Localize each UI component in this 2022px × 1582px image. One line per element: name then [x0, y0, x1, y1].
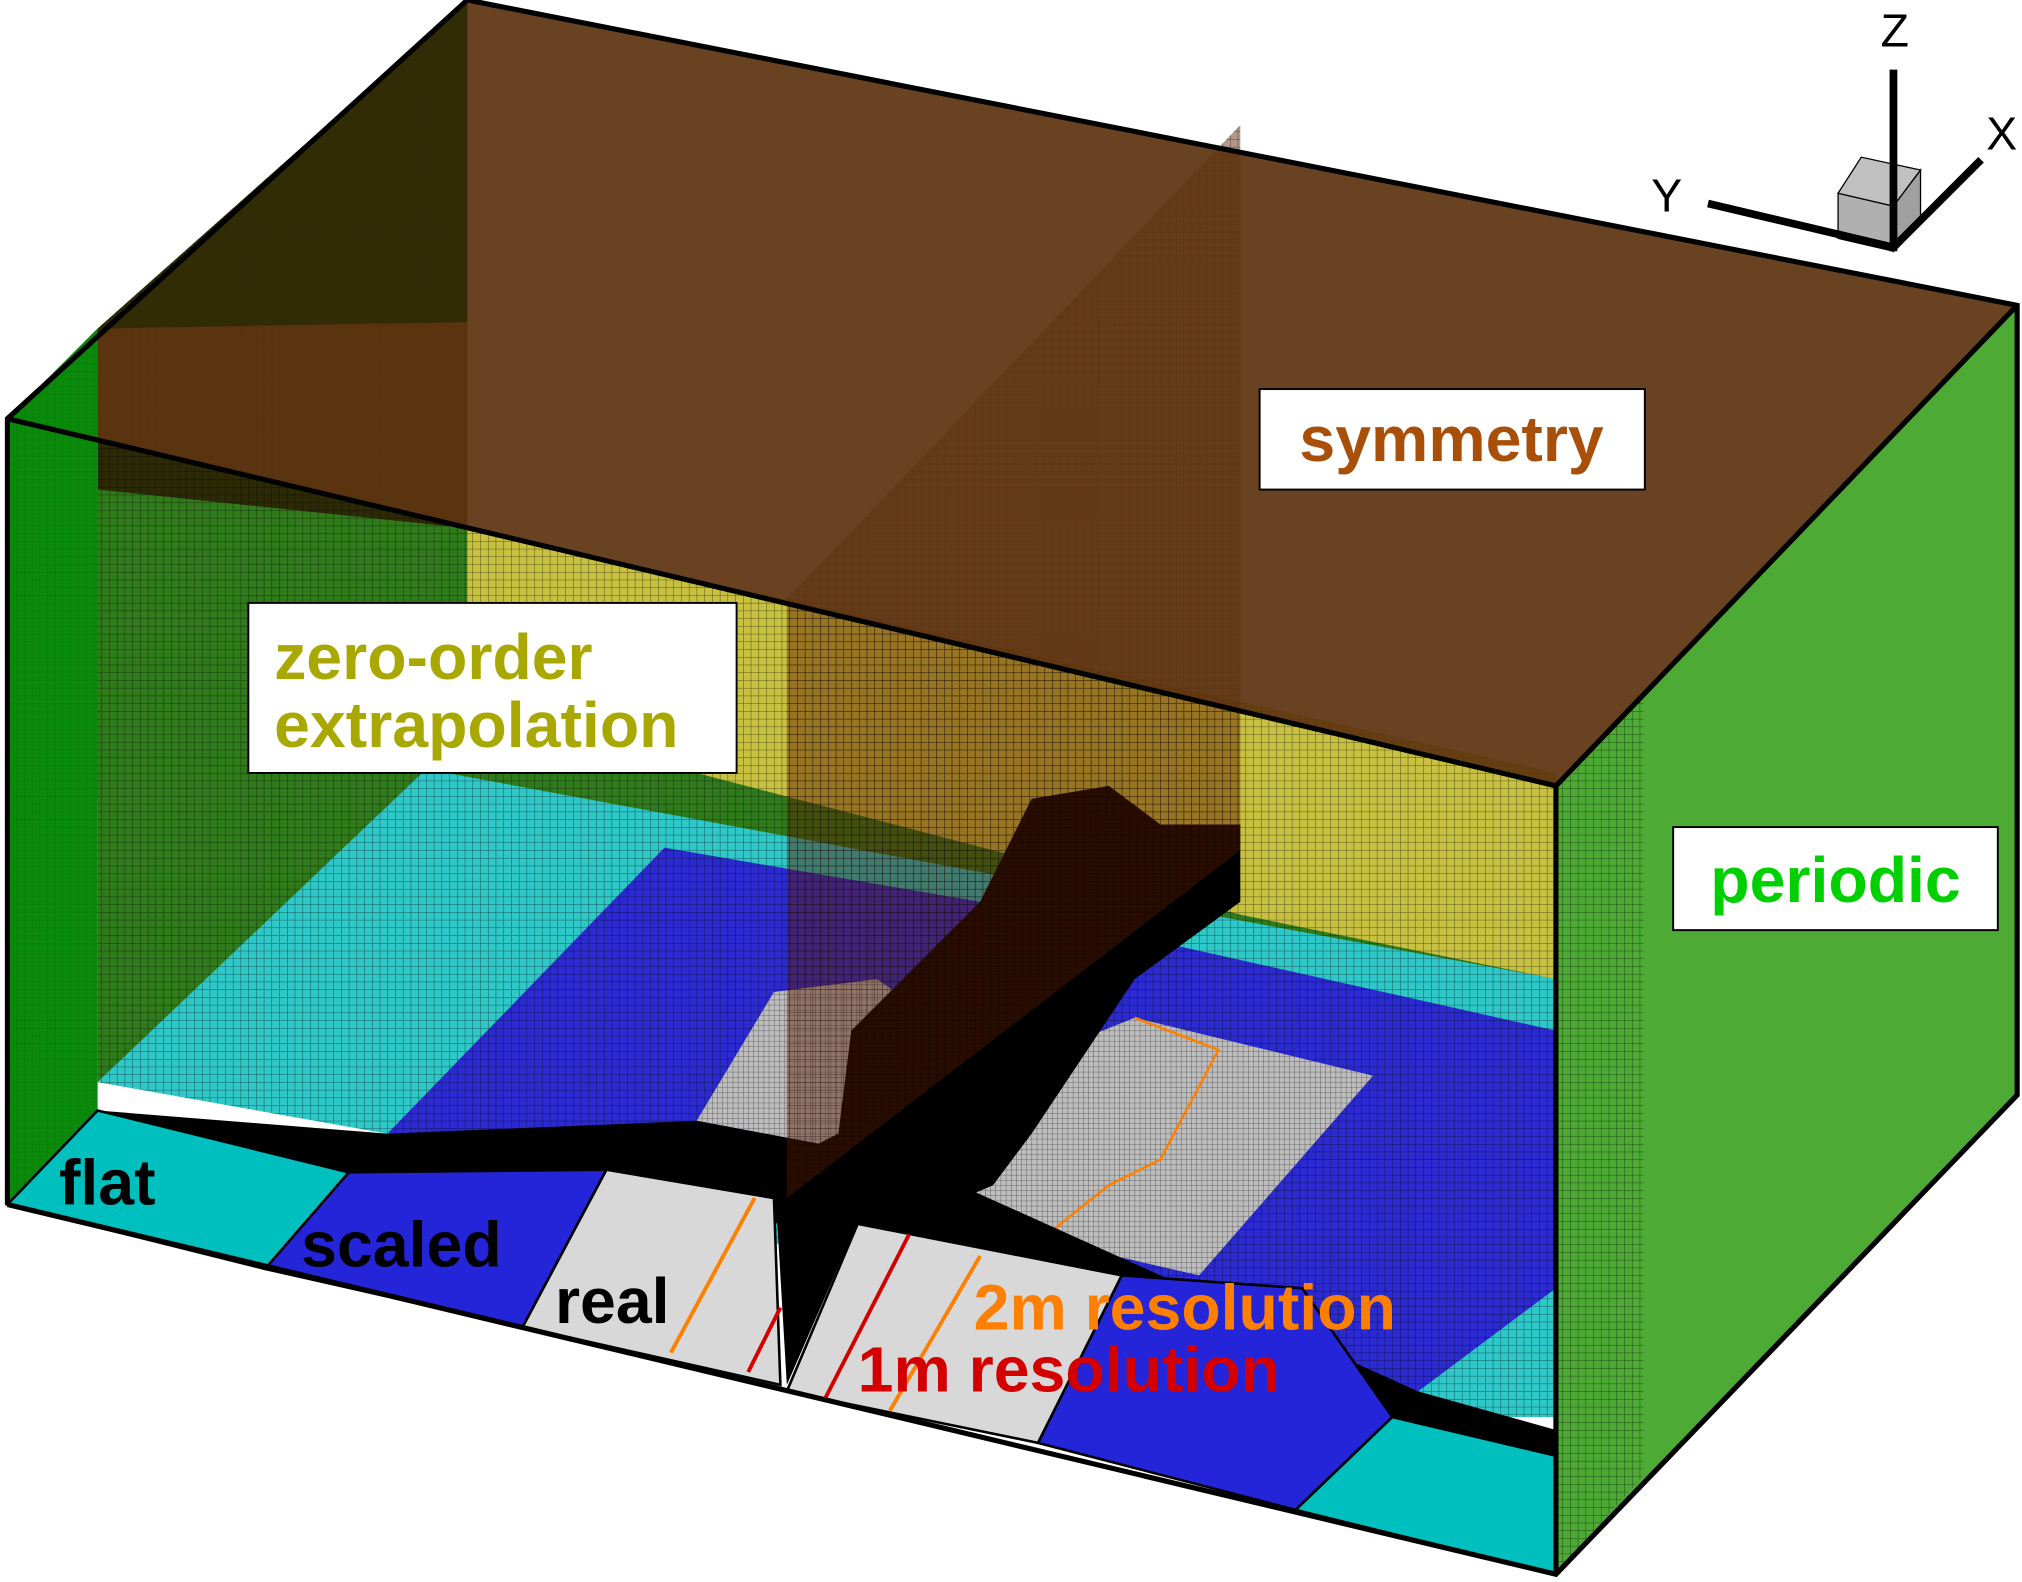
x-axis-label: X	[1986, 107, 2017, 159]
y-axis-label: Y	[1651, 169, 1682, 221]
res-2m-line-right	[888, 1255, 982, 1412]
res-2m-line-left	[669, 1197, 757, 1354]
x-axis-line	[1890, 157, 1984, 251]
z-axis-label: Z	[1881, 4, 1909, 56]
real-zone-left	[520, 1168, 782, 1387]
periodic-label-box	[1672, 826, 1999, 932]
refinement-2m-contour	[1043, 1016, 1221, 1238]
right-periodic-face	[1555, 305, 2018, 1575]
symmetry-label: symmetry	[1299, 403, 1604, 475]
left-periodic-mesh	[7, 328, 98, 1205]
scaled-label: scaled	[301, 1208, 502, 1280]
right-periodic-mesh	[1555, 695, 1644, 1575]
res-1m-label: 1m resolution	[858, 1333, 1280, 1405]
res-1m-line-left	[746, 1306, 783, 1373]
real-label: real	[555, 1265, 670, 1337]
periodic-label: periodic	[1710, 844, 1961, 916]
symmetry-label-box	[1258, 388, 1646, 491]
res-2m-label: 2m resolution	[974, 1271, 1396, 1343]
res-1m-line-right	[823, 1233, 911, 1399]
flat-label: flat	[59, 1147, 156, 1219]
top-face	[7, 0, 2018, 786]
axis-triad: Z Y X	[1651, 4, 2017, 253]
zero-order-label-line1: zero-order	[274, 621, 593, 693]
y-axis-line	[1707, 199, 1895, 252]
box-edges	[4, 0, 2020, 1578]
zero-order-label-line2: extrapolation	[274, 689, 678, 761]
scaled-zone-right	[1036, 1274, 1395, 1512]
zero-order-label-box	[247, 601, 738, 774]
